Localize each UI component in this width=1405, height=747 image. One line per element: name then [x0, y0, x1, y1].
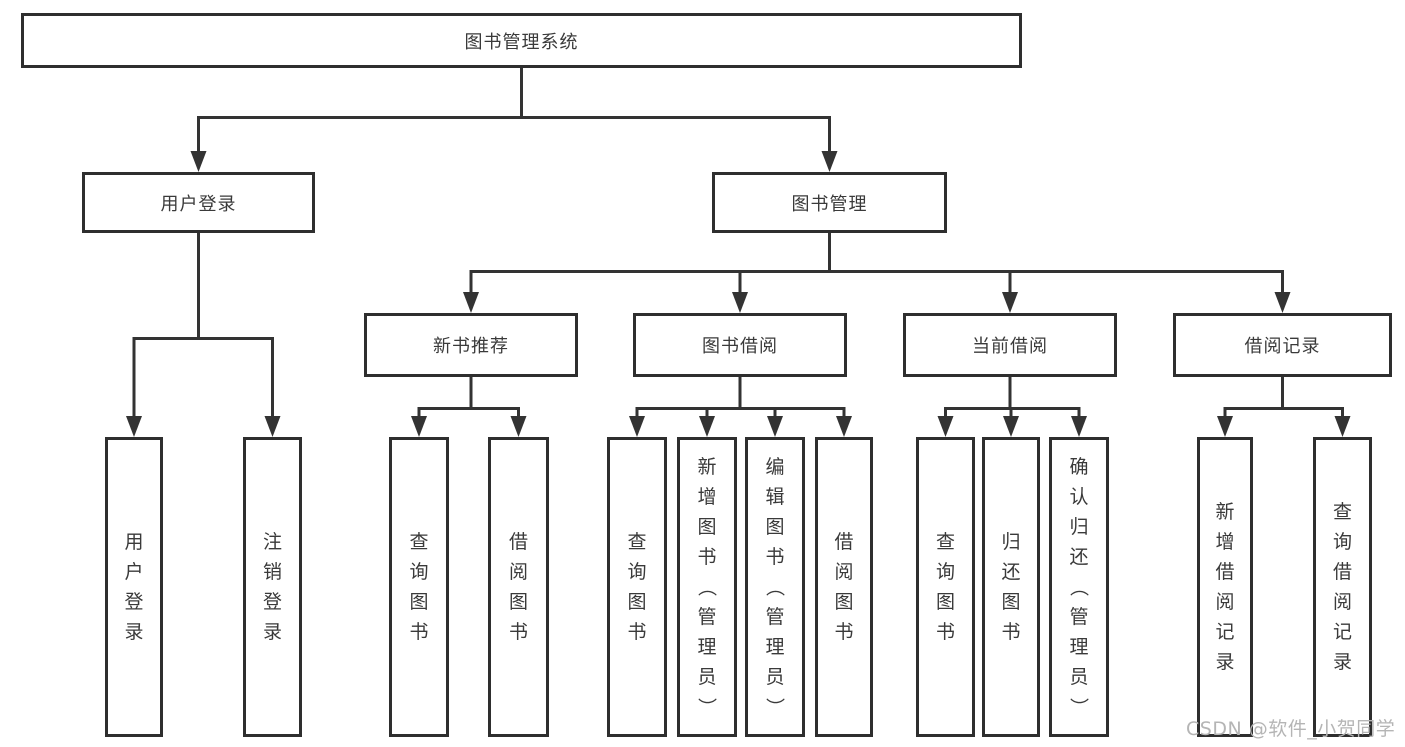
node-leaf-bb-query-books: 查询图书 — [607, 437, 667, 737]
node-leaf-logout-label: 注销登录 — [262, 531, 282, 643]
node-leaf-br-query-record-label: 查询借阅记录 — [1332, 501, 1352, 673]
node-leaf-user-login-label: 用户登录 — [124, 531, 144, 643]
node-current-borrow: 当前借阅 — [903, 313, 1117, 377]
node-book-management-label: 图书管理 — [791, 193, 868, 215]
node-book-management: 图书管理 — [712, 172, 947, 233]
node-leaf-bb-add-books-label: 新增图书（管理员） — [695, 456, 718, 717]
node-leaf-cb-query-books-label: 查询图书 — [935, 531, 955, 643]
node-new-book-recommend-label: 新书推荐 — [433, 336, 509, 357]
node-root-label: 图书管理系统 — [464, 31, 579, 53]
node-leaf-nb-query-books-label: 查询图书 — [409, 531, 429, 643]
node-user-login-branch-label: 用户登录 — [160, 193, 237, 215]
node-leaf-cb-return-books: 归还图书 — [982, 437, 1040, 737]
node-user-login-branch: 用户登录 — [82, 172, 315, 233]
node-leaf-br-query-record: 查询借阅记录 — [1313, 437, 1372, 737]
node-current-borrow-label: 当前借阅 — [972, 336, 1048, 357]
node-leaf-br-add-record: 新增借阅记录 — [1197, 437, 1253, 737]
node-leaf-nb-borrow-books-label: 借阅图书 — [508, 531, 528, 643]
node-leaf-bb-edit-books-label: 编辑图书（管理员） — [763, 456, 786, 717]
node-leaf-nb-borrow-books: 借阅图书 — [488, 437, 549, 737]
node-leaf-bb-query-books-label: 查询图书 — [627, 531, 647, 643]
node-root: 图书管理系统 — [21, 13, 1022, 68]
node-leaf-nb-query-books: 查询图书 — [389, 437, 449, 737]
node-leaf-user-login: 用户登录 — [105, 437, 163, 737]
node-leaf-cb-confirm-return: 确认归还（管理员） — [1049, 437, 1109, 737]
node-leaf-cb-query-books: 查询图书 — [916, 437, 975, 737]
node-book-borrow-label: 图书借阅 — [702, 336, 778, 357]
node-borrow-records-label: 借阅记录 — [1244, 336, 1321, 357]
node-borrow-records: 借阅记录 — [1173, 313, 1392, 377]
arrowhead-icons — [126, 151, 1351, 437]
node-book-borrow: 图书借阅 — [633, 313, 847, 377]
watermark: CSDN @软件_小贺同学 — [1186, 718, 1396, 740]
node-leaf-logout: 注销登录 — [243, 437, 302, 737]
node-new-book-recommend: 新书推荐 — [364, 313, 578, 377]
node-leaf-bb-borrow-books: 借阅图书 — [815, 437, 873, 737]
node-leaf-cb-confirm-return-label: 确认归还（管理员） — [1067, 456, 1090, 717]
node-leaf-bb-edit-books: 编辑图书（管理员） — [745, 437, 805, 737]
connector-lines — [132, 68, 1344, 417]
node-leaf-bb-borrow-books-label: 借阅图书 — [834, 531, 854, 643]
node-leaf-br-add-record-label: 新增借阅记录 — [1215, 501, 1235, 673]
node-leaf-bb-add-books: 新增图书（管理员） — [677, 437, 737, 737]
node-leaf-cb-return-books-label: 归还图书 — [1001, 531, 1021, 643]
